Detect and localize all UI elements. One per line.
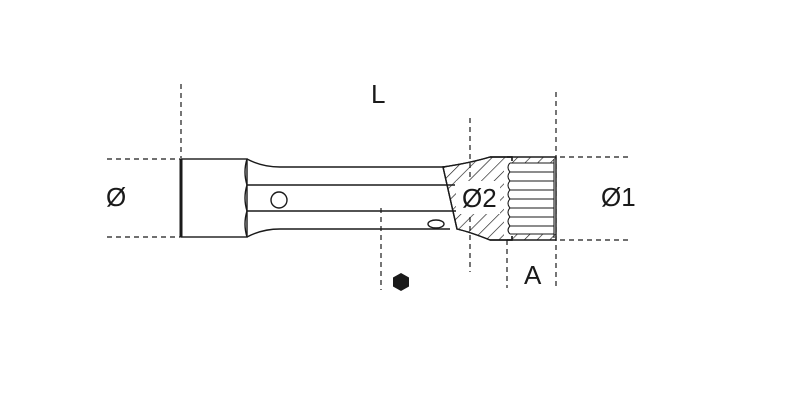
hexagon-icon: [393, 273, 409, 291]
diameter-label: Ø: [106, 182, 127, 212]
depth-label: A: [524, 260, 542, 290]
length-label: L: [371, 79, 386, 109]
diameter-2-label: Ø2: [462, 183, 497, 213]
diameter-1-label: Ø1: [601, 182, 636, 212]
